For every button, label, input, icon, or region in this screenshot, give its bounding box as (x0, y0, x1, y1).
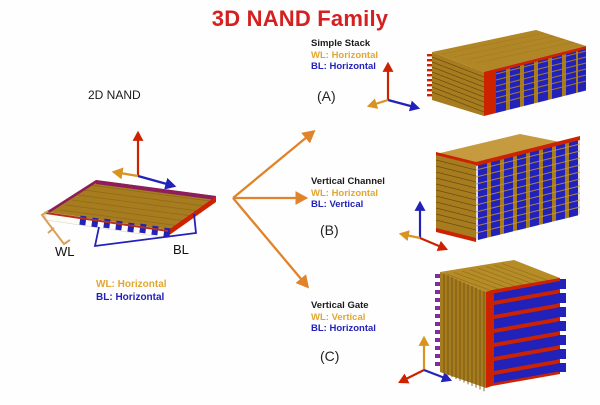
orange-axis-arrow (366, 98, 389, 109)
variant-c-wl: WL: Vertical (311, 311, 366, 323)
wl-label: WL (55, 244, 75, 259)
variant-a-axes (366, 56, 426, 112)
variant-caption-b: Vertical Channel WL: Horizontal BL: Vert… (311, 176, 385, 211)
blue-axis-arrow (137, 174, 177, 190)
two-d-nand-structure (38, 178, 228, 253)
variant-caption-c: Vertical Gate WL: Vertical BL: Horizonta… (311, 300, 376, 335)
variant-c-letter: (C) (320, 348, 340, 364)
red-axis-arrow (398, 369, 425, 384)
variant-c-name: Vertical Gate (311, 300, 369, 311)
blue-axis-arrow (387, 98, 421, 112)
variant-c-bl: BL: Horizontal (311, 323, 376, 334)
branch-arrows (225, 110, 325, 360)
bl-bracket (93, 213, 197, 248)
variant-b-bl: BL: Vertical (311, 199, 364, 210)
variant-caption-a: Simple Stack WL: Horizontal BL: Horizont… (311, 38, 378, 73)
variant-a-name: Simple Stack (311, 38, 371, 49)
branch-arrow-down (232, 197, 310, 289)
variant-b-axes (398, 196, 456, 254)
variant-b-structure (420, 132, 596, 248)
wl-bracket (40, 210, 71, 246)
variant-c-axes (396, 330, 460, 388)
two-d-nand-axes (111, 128, 192, 190)
variant-a-wl: WL: Horizontal (311, 49, 379, 61)
branch-arrow-up (232, 129, 316, 199)
red-axis-arrow (419, 236, 449, 251)
two-d-nand-heading: 2D NAND (88, 88, 141, 102)
variant-a-structure (418, 24, 598, 130)
variant-b-wl: WL: Horizontal (311, 187, 379, 199)
variant-a-letter: (A) (317, 88, 336, 104)
blue-axis-arrow (423, 368, 453, 383)
two-d-nand-legend: WL: Horizontal BL: Horizontal (96, 278, 167, 304)
orange-axis-arrow (111, 167, 139, 180)
orange-axis-arrow (398, 230, 421, 242)
variant-a-bl: BL: Horizontal (311, 61, 376, 72)
variant-b-letter: (B) (320, 222, 339, 238)
variant-c-structure (418, 250, 596, 400)
legend-bl: BL: Horizontal (96, 292, 165, 303)
bl-label: BL (173, 242, 189, 257)
legend-wl: WL: Horizontal (96, 279, 167, 290)
page-title: 3D NAND Family (211, 6, 389, 31)
variant-b-name: Vertical Channel (311, 176, 385, 187)
